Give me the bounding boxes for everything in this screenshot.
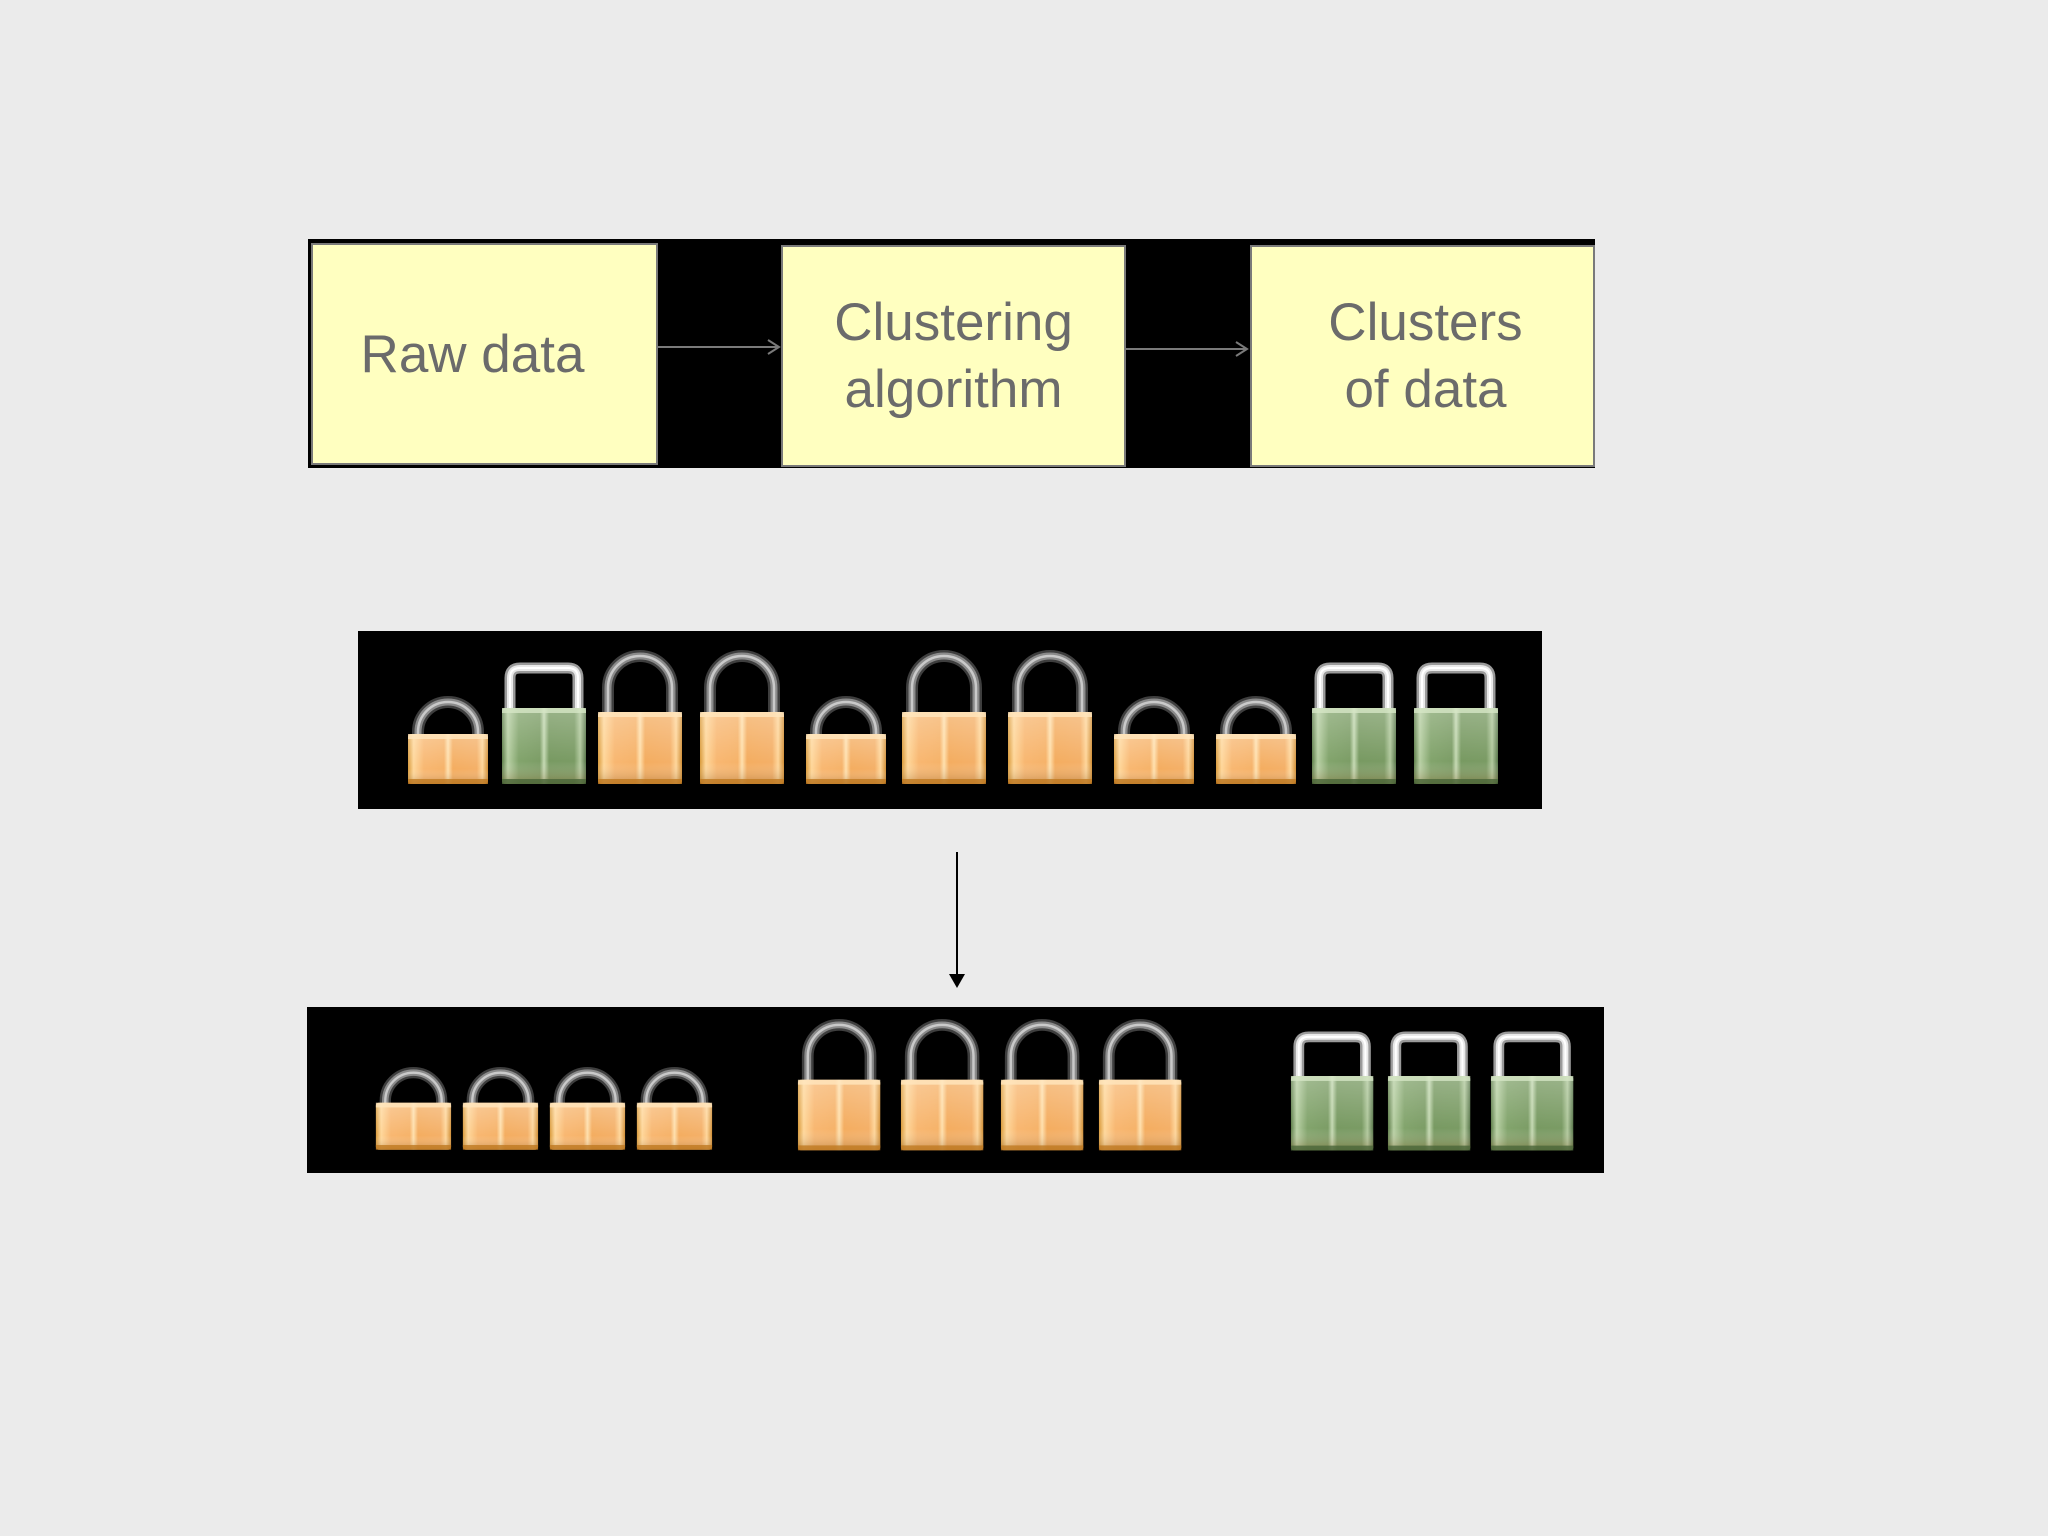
padlock-icon xyxy=(900,1018,984,1151)
padlock-icon xyxy=(1008,650,1092,784)
padlock-icon xyxy=(1312,662,1396,784)
padlock-icon xyxy=(549,1067,626,1151)
clustering-algorithm-label-line1: Clustering xyxy=(834,293,1073,352)
padlock-icon xyxy=(700,650,784,784)
padlock-icon xyxy=(636,1067,713,1151)
clusters-of-data-label-line1: Clusters xyxy=(1328,293,1523,352)
clustering-algorithm-box: Clustering algorithm xyxy=(781,245,1126,467)
flow-arrow-1 xyxy=(658,339,781,355)
padlock-icon xyxy=(598,650,682,784)
padlock-icon xyxy=(1216,696,1296,784)
clusters-of-data-box: Clusters of data xyxy=(1250,245,1595,467)
padlock-icon xyxy=(797,1018,881,1151)
down-arrow xyxy=(949,852,965,988)
padlock-icon xyxy=(806,696,886,784)
clusters-of-data-label-line2: of data xyxy=(1344,360,1507,419)
padlock-icon xyxy=(902,650,986,784)
padlock-icon xyxy=(375,1067,452,1151)
padlock-icon xyxy=(462,1067,539,1151)
padlock-icon xyxy=(1098,1018,1182,1151)
raw-data-box: Raw data xyxy=(311,243,658,465)
padlock-icon xyxy=(1490,1030,1574,1151)
padlock-icon xyxy=(1414,662,1498,784)
padlock-icon xyxy=(1387,1030,1471,1151)
clustering-algorithm-label-line2: algorithm xyxy=(844,360,1063,419)
raw-data-label: Raw data xyxy=(360,324,585,384)
flow-arrow-2 xyxy=(1126,341,1249,357)
padlock-icon xyxy=(1290,1030,1374,1151)
padlock-icon xyxy=(1000,1018,1084,1151)
padlock-icon xyxy=(408,696,488,784)
padlock-icon xyxy=(502,662,586,784)
padlock-icon xyxy=(1114,696,1194,784)
